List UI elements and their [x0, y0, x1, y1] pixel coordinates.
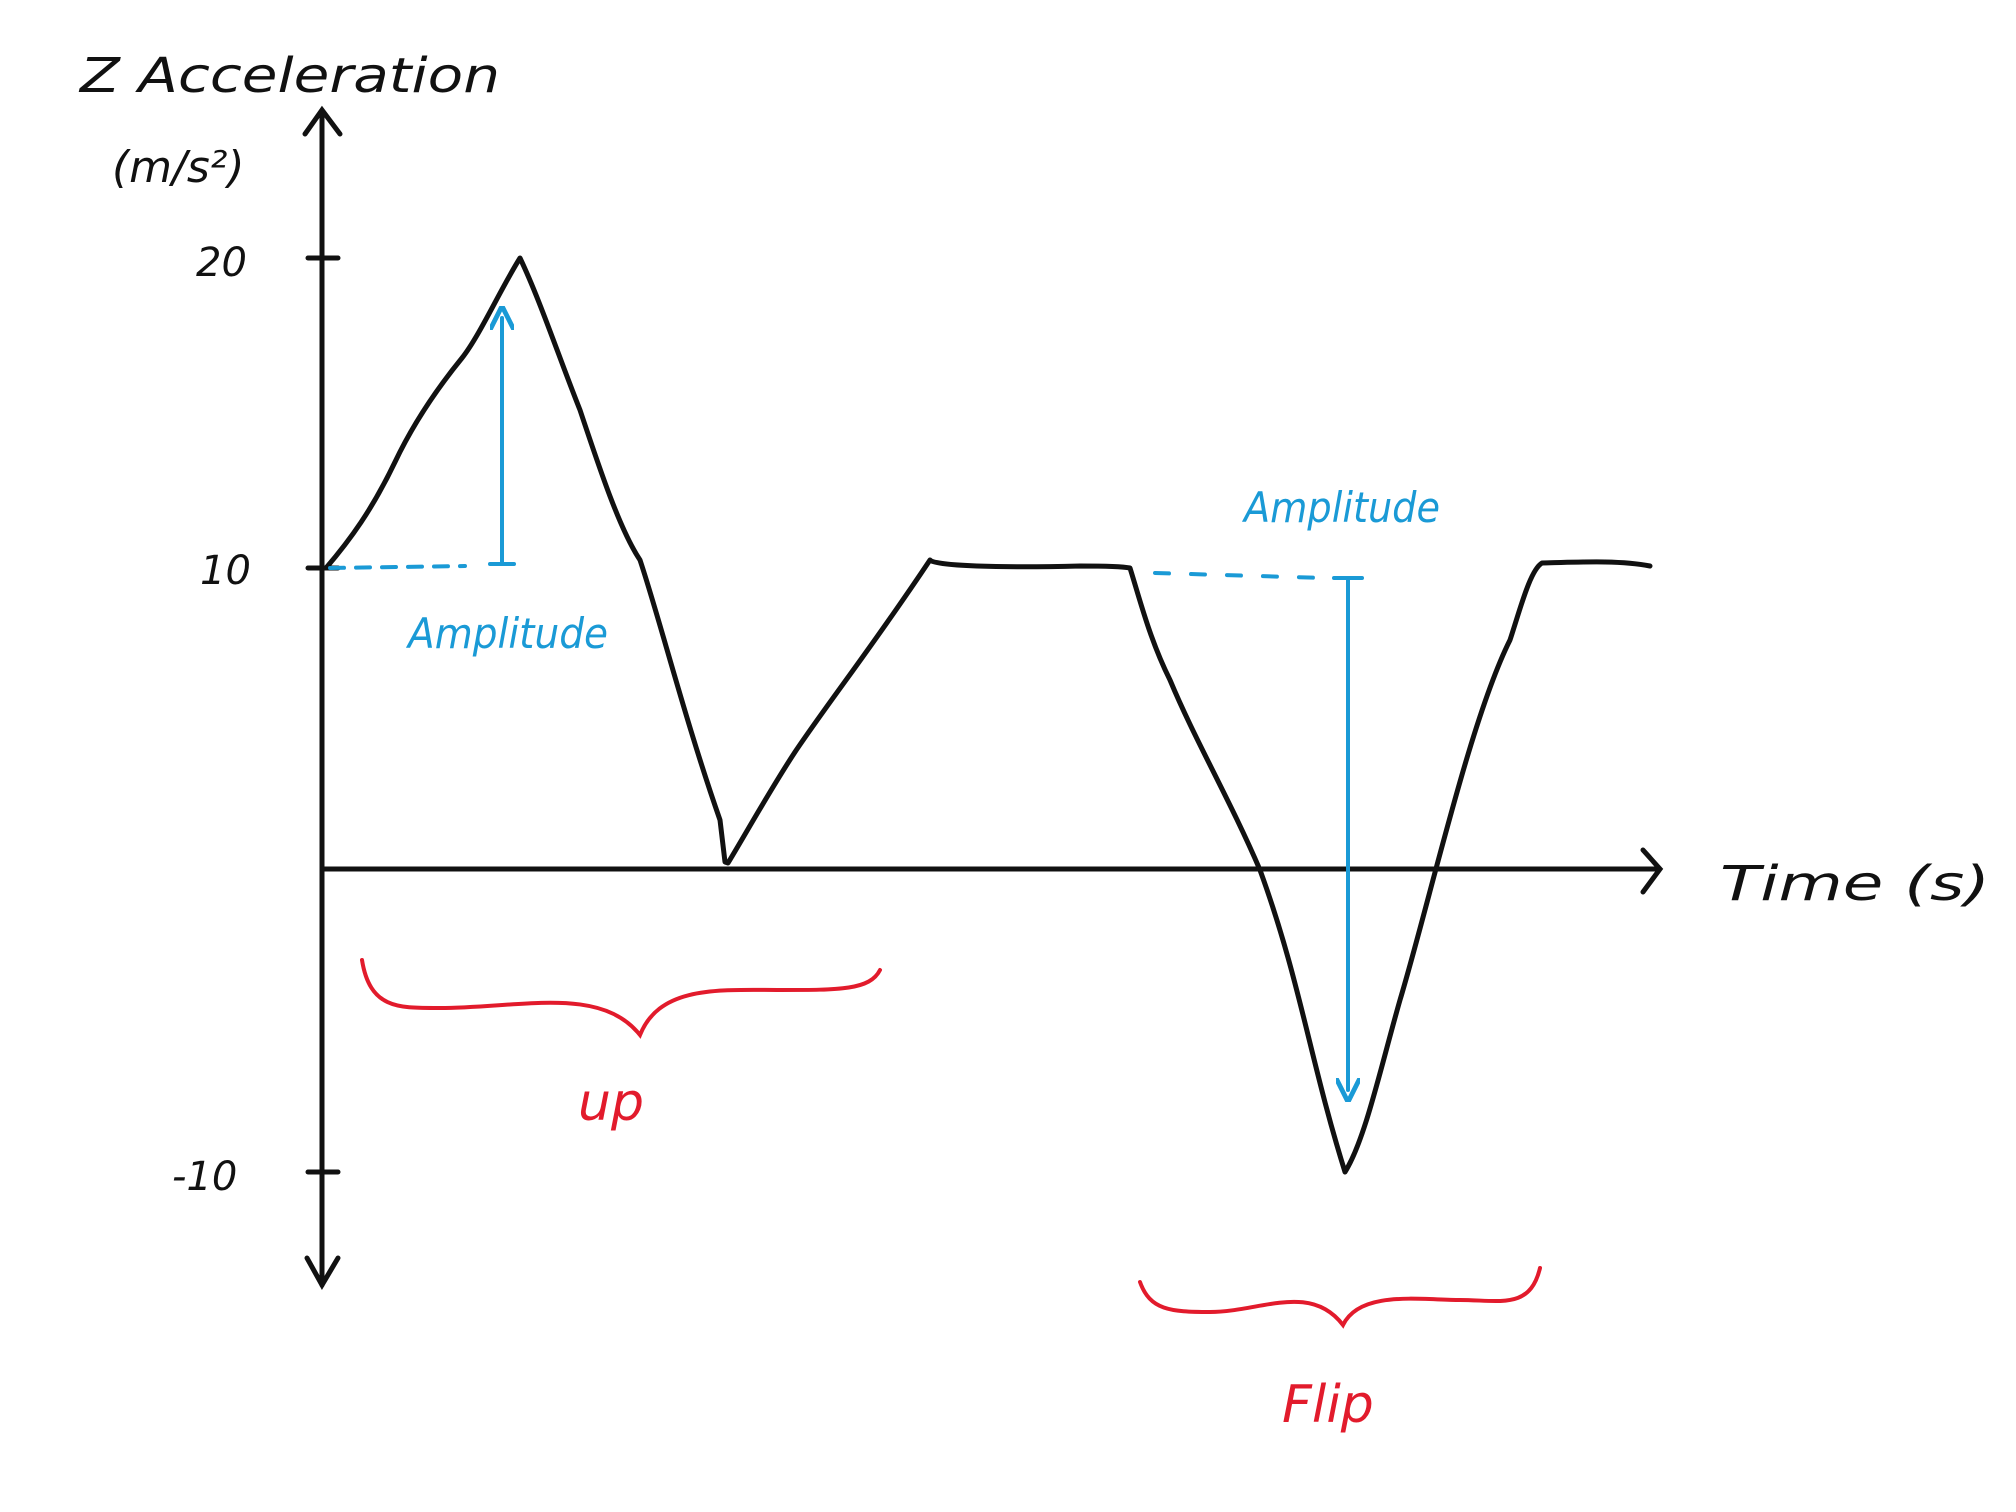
y-axis-up-arrowhead [302, 105, 343, 137]
amplitude-up-label: Amplitude [405, 609, 608, 658]
up-phase-brace [360, 958, 882, 1039]
y-axis-title: Z Acceleration [78, 48, 500, 104]
y-axis [302, 105, 343, 1291]
tick-label-20: 20 [196, 240, 247, 286]
amplitude-up-marker [328, 318, 516, 570]
x-axis-title: Time (s) [1720, 856, 1990, 912]
tick-label-10: 10 [200, 548, 251, 594]
amplitude-flip-marker [1153, 571, 1364, 1090]
up-phase-label: up [578, 1073, 644, 1133]
tick-label-neg10: -10 [172, 1154, 237, 1200]
amplitude-flip-baseline-dashes [1153, 571, 1327, 580]
acceleration-signal-line [323, 255, 1653, 1175]
amplitude-flip-label: Amplitude [1241, 483, 1440, 532]
y-axis-unit: (m/s²) [112, 142, 245, 193]
amplitude-up-baseline-dashes [328, 564, 467, 570]
x-axis-arrowhead [1640, 847, 1664, 895]
flip-phase-label: Flip [1282, 1375, 1374, 1435]
y-axis-down-arrowhead [304, 1255, 341, 1291]
flip-phase-brace [1138, 1266, 1542, 1329]
x-axis [319, 847, 1664, 895]
